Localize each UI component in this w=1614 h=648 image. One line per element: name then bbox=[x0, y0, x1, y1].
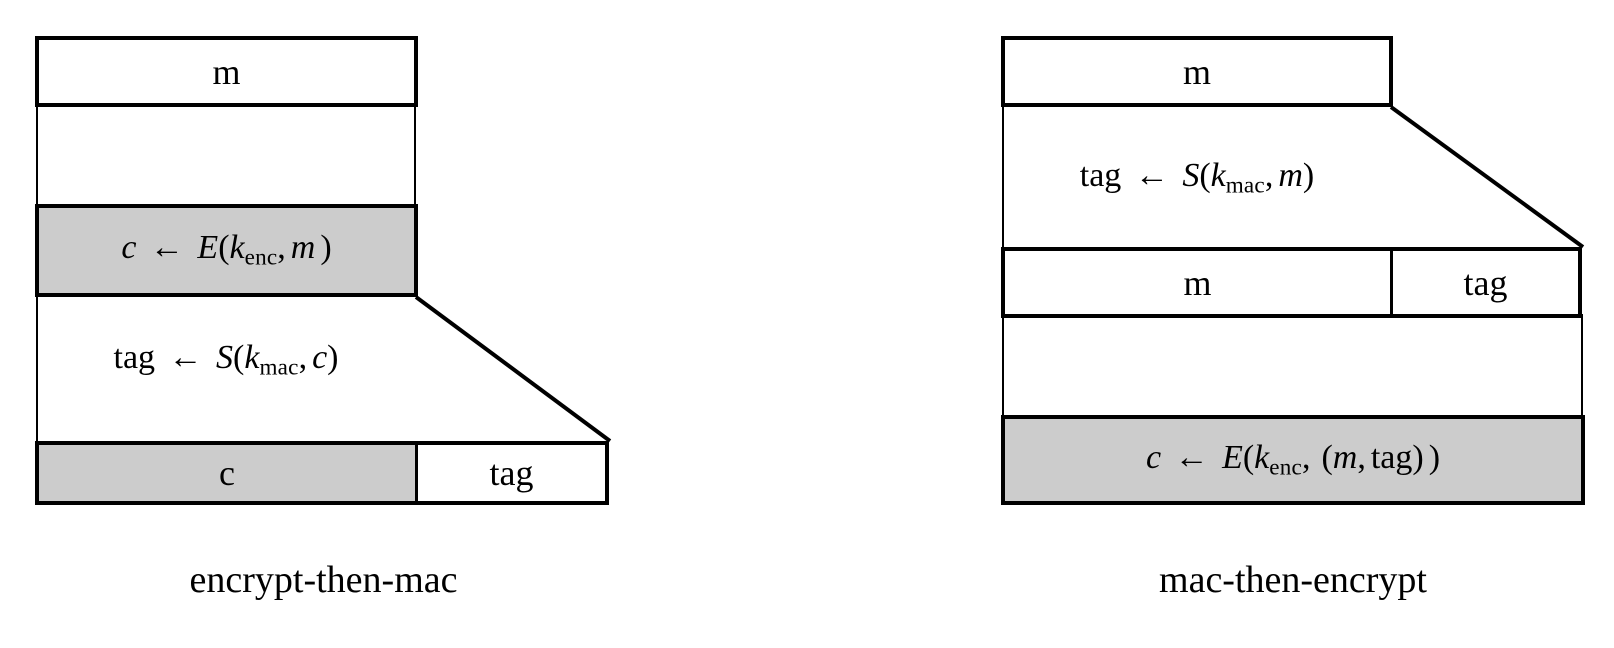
left-mac-step-formula-area: tag ← S(kmac,c) bbox=[46, 330, 406, 390]
left-encrypt-comma: , bbox=[277, 229, 286, 267]
right-box-message: m bbox=[1001, 36, 1393, 107]
left-box-result-tag: tag bbox=[415, 441, 609, 505]
left-mac-step-formula: tag ← S(kmac,c) bbox=[113, 338, 339, 381]
right-mac-output: tag bbox=[1079, 156, 1122, 194]
right-encrypt-arg-comma: , bbox=[1357, 438, 1366, 476]
right-mac-open-paren: ( bbox=[1199, 156, 1211, 194]
left-box-encrypt-step: c ← E(kenc,m) bbox=[35, 204, 418, 297]
right-encrypt-arg-close-paren: ) bbox=[1412, 438, 1424, 476]
right-rail-lower bbox=[1002, 314, 1004, 419]
left-caption-text: encrypt-then-mac bbox=[189, 559, 458, 601]
right-box-message-label: m bbox=[1182, 51, 1211, 92]
left-encrypt-key: k bbox=[229, 229, 245, 267]
right-encrypt-key: k bbox=[1254, 438, 1270, 476]
left-encrypt-open-paren: ( bbox=[218, 229, 230, 267]
left-rail-lower bbox=[36, 293, 38, 445]
left-box-result-ciphertext-label: c bbox=[219, 453, 235, 493]
right-mac-close-paren: ) bbox=[1302, 156, 1315, 194]
right-mac-func: S bbox=[1182, 156, 1200, 194]
right-encrypt-open-paren: ( bbox=[1242, 438, 1255, 476]
right-encrypt-func: E bbox=[1222, 438, 1243, 476]
left-mac-close-paren: ) bbox=[327, 338, 339, 376]
right-encrypt-output: c bbox=[1145, 438, 1162, 476]
left-mac-comma: , bbox=[298, 338, 308, 376]
right-mac-arrow: ← bbox=[1134, 156, 1169, 194]
right-rail-upper bbox=[1002, 103, 1004, 251]
right-encrypt-comma: , bbox=[1301, 438, 1311, 476]
right-box-encrypt-step: c ← E(kenc,(m,tag)) bbox=[1001, 415, 1585, 505]
right-encrypt-key-subscript: enc bbox=[1269, 454, 1302, 481]
left-mac-arrow: ← bbox=[168, 338, 203, 376]
left-box-message: m bbox=[35, 36, 418, 107]
right-box-mid-message: m bbox=[1001, 247, 1393, 318]
right-mac-arg: m bbox=[1278, 156, 1303, 194]
right-caption: mac-then-encrypt bbox=[1001, 558, 1585, 602]
left-encrypt-close-paren: ) bbox=[320, 229, 332, 267]
right-encrypt-arg-open-paren: ( bbox=[1321, 438, 1333, 476]
left-rail-upper bbox=[36, 103, 38, 208]
left-mac-key-subscript: mac bbox=[259, 354, 299, 381]
left-encrypt-arg: m bbox=[290, 229, 316, 267]
right-box-mid-message-label: m bbox=[1183, 262, 1212, 303]
left-mac-func: S bbox=[216, 338, 234, 376]
right-mac-step-formula: tag ← S(kmac,m) bbox=[1079, 156, 1315, 199]
right-mac-key-subscript: mac bbox=[1225, 172, 1265, 199]
left-encrypt-arrow: ← bbox=[149, 229, 184, 267]
right-encrypt-close-paren: ) bbox=[1428, 438, 1441, 476]
left-encrypt-func: E bbox=[197, 229, 219, 267]
left-mac-key: k bbox=[244, 338, 260, 376]
left-mac-output: tag bbox=[113, 338, 156, 376]
right-box-mid-tag-label: tag bbox=[1463, 262, 1508, 303]
right-encrypt-arrow: ← bbox=[1174, 438, 1209, 476]
left-encrypt-output: c bbox=[121, 229, 137, 267]
left-box-message-label: m bbox=[212, 51, 241, 92]
left-rail-upper-right bbox=[414, 103, 416, 208]
right-mac-key: k bbox=[1210, 156, 1226, 194]
left-box-encrypt-step-formula: c ← E(kenc,m) bbox=[121, 231, 331, 270]
left-box-result-ciphertext: c bbox=[35, 441, 418, 505]
right-box-mid-tag: tag bbox=[1390, 247, 1582, 318]
left-encrypt-key-subscript: enc bbox=[244, 244, 278, 271]
right-rail-lower-right bbox=[1581, 314, 1583, 419]
left-caption: encrypt-then-mac bbox=[35, 558, 612, 602]
right-mac-step-formula-area: tag ← S(kmac,m) bbox=[1012, 148, 1382, 208]
right-encrypt-arg-second: tag bbox=[1370, 438, 1413, 476]
left-mac-arg: c bbox=[312, 338, 328, 376]
left-box-result-tag-label: tag bbox=[489, 453, 534, 493]
right-encrypt-arg-first: m bbox=[1332, 438, 1358, 476]
right-box-encrypt-step-formula: c ← E(kenc,(m,tag)) bbox=[1145, 438, 1441, 481]
left-mac-open-paren: ( bbox=[233, 338, 245, 376]
right-mac-comma: , bbox=[1264, 156, 1274, 194]
right-caption-text: mac-then-encrypt bbox=[1159, 559, 1427, 601]
